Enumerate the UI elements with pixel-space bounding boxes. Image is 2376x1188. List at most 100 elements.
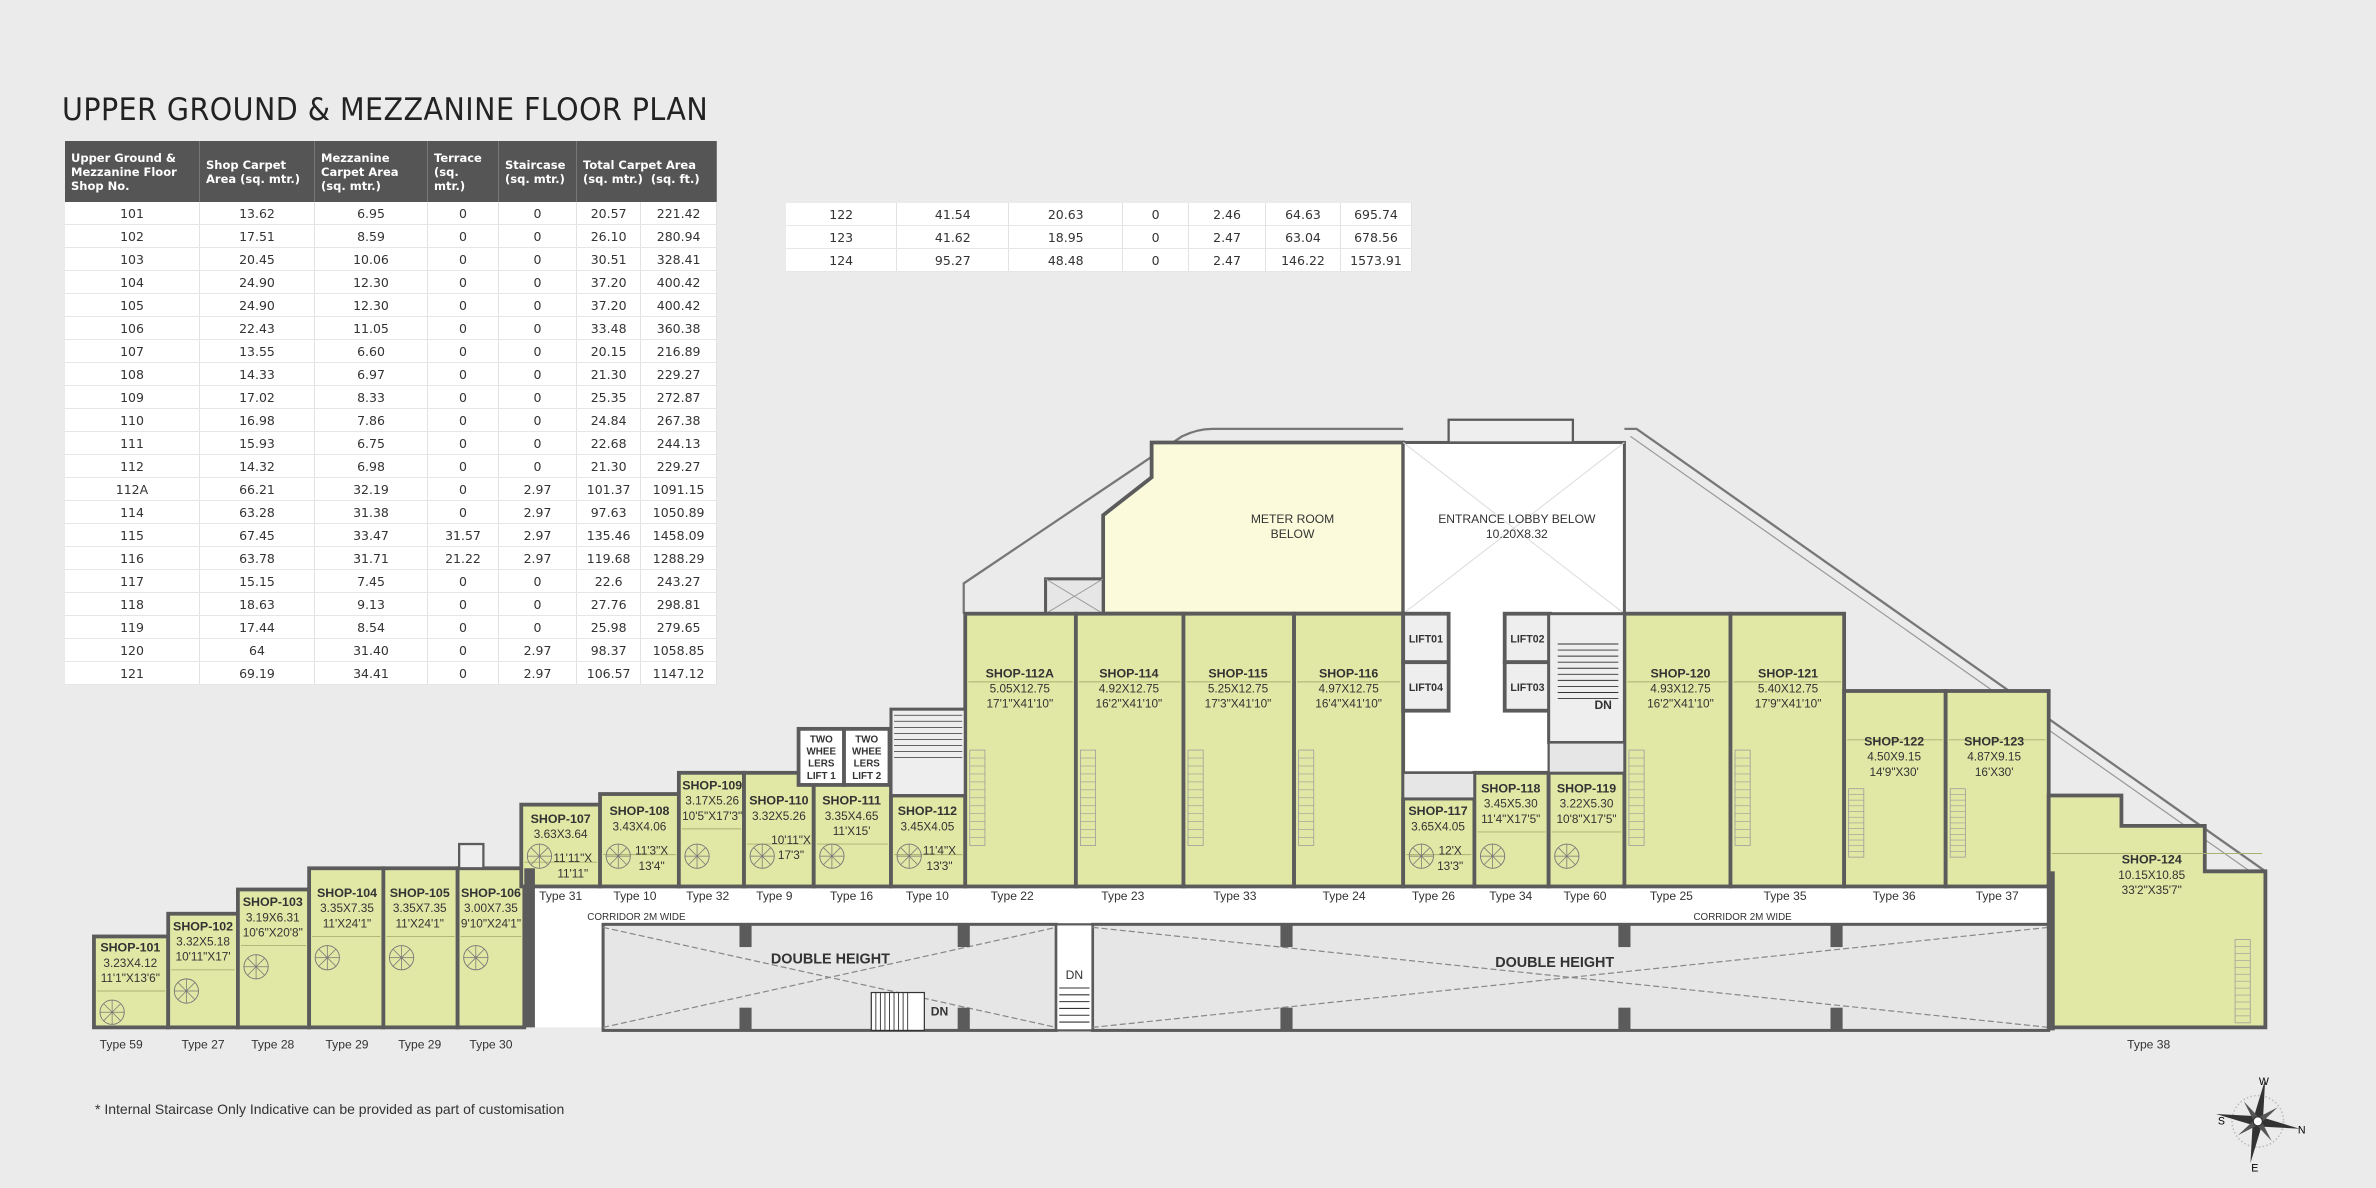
internal-staircase-icon [1949,788,1966,858]
table-cell: 37.20 [576,293,642,317]
table-cell: 1050.89 [640,500,717,524]
table-cell: 111 [65,431,200,455]
shop-dimensions-feet: 17'1"X41'10" [986,697,1053,711]
shop-area[interactable] [1472,770,1551,889]
lift-lift04: LIFT04 [1401,660,1451,713]
spiral-staircase-icon [463,945,489,971]
lift-lift03: LIFT03 [1502,660,1553,713]
table-cell: 0 [498,615,577,639]
table-cell: 0 [498,224,577,248]
table-cell: 18.95 [1008,225,1124,249]
shop-area[interactable] [889,793,968,889]
lift-lift02: LIFT02 [1502,611,1553,665]
shop-dimensions-feet: 16'4"X41'10" [1315,697,1382,711]
table-cell: 6.95 [314,202,428,225]
meter-room-label: BELOW [1271,527,1315,541]
spiral-staircase-icon [896,843,922,869]
table-cell: 400.42 [640,293,717,317]
down-label: DN [1594,698,1612,712]
shop-name: SHOP-119 [1557,782,1616,796]
table-cell: 119 [65,615,200,639]
shop-dimensions-feet: 10'11"X [771,833,811,847]
table-cell: 110 [65,408,200,432]
table-cell: 115 [65,523,200,547]
shop-type-label: Type 26 [1412,889,1455,903]
table-cell: 229.27 [640,362,717,386]
table-cell: 109 [65,385,200,409]
table-cell: 25.35 [576,385,642,409]
unit-sqm: (sq. mtr.) [583,171,643,186]
shop-dimensions-feet: 14'9"X30' [1869,765,1918,779]
table-cell: 26.10 [576,224,642,248]
shop-name: SHOP-124 [2122,853,2182,867]
table-cell: 0 [427,270,499,294]
spiral-staircase-icon [243,954,269,980]
shop-type-label: Type 37 [1976,889,2019,903]
table-cell: 13.55 [199,339,315,363]
shop-name: SHOP-102 [173,919,233,933]
shop-area[interactable] [598,792,681,889]
spiral-staircase-icon [1408,843,1434,869]
shop-area[interactable] [307,866,386,1030]
table-cell: 20.45 [199,247,315,271]
table-cell: 112A [65,477,200,501]
table-cell: 116 [65,546,200,570]
shop-dimensions-feet: 16'2"X41'10" [1647,697,1714,711]
shop-area[interactable] [166,911,240,1030]
shop-type-label: Type 59 [100,1038,143,1052]
table-cell: 64 [199,638,315,662]
shop-type-label: Type 31 [539,889,582,903]
shop-type-label: Type 38 [2127,1038,2170,1052]
two-wheeler-lift-label: LIFT 2 [852,771,881,782]
spiral-staircase-icon [388,945,415,971]
table-cell: 1147.12 [640,661,717,685]
table-cell: 15.93 [199,431,315,455]
table-cell: 272.87 [640,385,717,409]
internal-staircase-icon [1848,788,1865,858]
table-cell: 135.46 [576,523,642,547]
shop-type-label: Type 28 [251,1038,294,1052]
shop-area[interactable] [2046,793,2268,1030]
table-cell: 37.20 [576,270,642,294]
shop-area[interactable] [742,770,816,889]
shop-dimensions-metric: 5.05X12.75 [990,681,1051,695]
table-cell: 108 [65,362,200,386]
shop-dimensions-metric: 3.65X4.05 [1411,819,1465,833]
table-cell: 21.30 [576,362,642,386]
shop-area[interactable] [676,770,746,889]
corridor [524,886,2049,925]
table-cell: 0 [498,362,577,386]
area-table: Upper Ground & Mezzanine Floor Shop No. … [65,141,717,685]
shop-name: SHOP-103 [243,895,303,909]
shop-name: SHOP-118 [1481,782,1540,796]
